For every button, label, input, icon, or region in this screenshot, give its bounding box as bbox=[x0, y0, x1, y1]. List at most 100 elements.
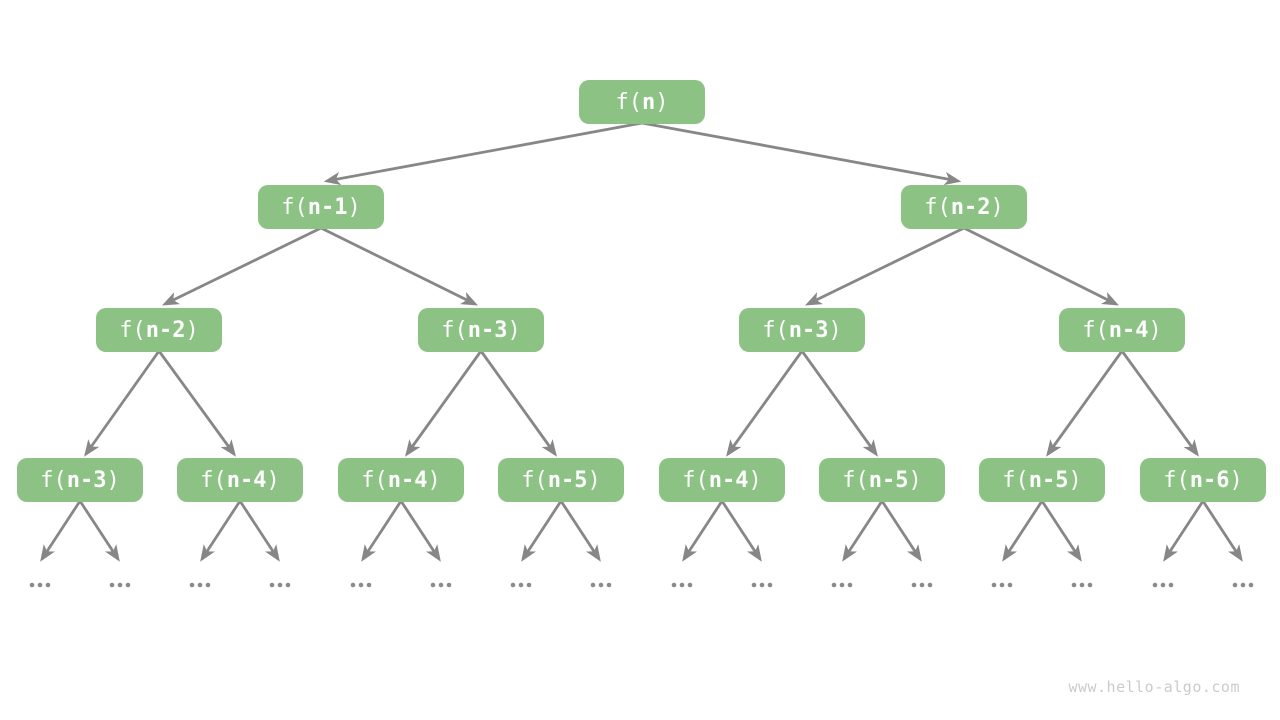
node-label-pre: f( bbox=[200, 467, 227, 493]
edge-arrow bbox=[200, 500, 242, 562]
edge-arrow bbox=[800, 350, 878, 457]
edge-arrow bbox=[161, 226, 322, 306]
tree-node-fn-5: f(n-5) bbox=[819, 458, 945, 502]
ellipsis-dots bbox=[109, 582, 131, 588]
edge-arrow bbox=[78, 500, 120, 562]
ellipsis-dots bbox=[991, 582, 1013, 588]
node-label-post: ) bbox=[1229, 467, 1243, 493]
tree-node-fn-5: f(n-5) bbox=[498, 458, 624, 502]
edge-arrow bbox=[1002, 500, 1044, 562]
node-label-bold: n-2 bbox=[950, 194, 991, 220]
node-label-bold: n-5 bbox=[1028, 467, 1069, 493]
tree-node-fn-3: f(n-3) bbox=[739, 308, 865, 352]
edge-arrow bbox=[320, 226, 479, 306]
node-label-post: ) bbox=[1148, 317, 1162, 343]
edge-arrow bbox=[720, 500, 762, 562]
node-label-pre: f( bbox=[40, 467, 67, 493]
edge-arrow bbox=[641, 121, 962, 186]
node-label-pre: f( bbox=[924, 194, 951, 220]
node-label-pre: f( bbox=[1002, 467, 1029, 493]
node-label-pre: f( bbox=[521, 467, 548, 493]
node-label-pre: f( bbox=[842, 467, 869, 493]
tree-node-fn-3: f(n-3) bbox=[17, 458, 143, 502]
node-label-post: ) bbox=[655, 89, 669, 115]
edge-arrow bbox=[880, 500, 922, 562]
ellipsis-dots bbox=[269, 582, 291, 588]
edge-arrow bbox=[238, 500, 280, 562]
edge-arrow bbox=[405, 350, 483, 457]
edge-arrow bbox=[399, 500, 441, 562]
edge-arrow bbox=[323, 121, 643, 186]
ellipsis-dots bbox=[751, 582, 773, 588]
node-label-bold: n-4 bbox=[1108, 317, 1149, 343]
edge-arrow bbox=[842, 500, 884, 562]
tree-node-fn-1: f(n-1) bbox=[258, 185, 384, 229]
node-label-bold: n bbox=[642, 89, 656, 115]
edge-arrow bbox=[521, 500, 563, 562]
node-label-pre: f( bbox=[1082, 317, 1109, 343]
ellipsis-dots bbox=[671, 582, 693, 588]
edge-arrow bbox=[1040, 500, 1082, 562]
node-label-bold: n-3 bbox=[66, 467, 107, 493]
node-label-bold: n-4 bbox=[226, 467, 267, 493]
tree-node-fn-4: f(n-4) bbox=[338, 458, 464, 502]
edge-arrow bbox=[479, 350, 557, 457]
edge-arrow bbox=[1046, 350, 1124, 457]
ellipsis-dots bbox=[1071, 582, 1093, 588]
node-label-post: ) bbox=[748, 467, 762, 493]
ellipsis-dots bbox=[189, 582, 211, 588]
edge-arrow bbox=[559, 500, 601, 562]
node-label-bold: n-3 bbox=[788, 317, 829, 343]
edge-arrow bbox=[726, 350, 804, 457]
tree-node-fn-3: f(n-3) bbox=[418, 308, 544, 352]
tree-node-fn: f(n) bbox=[579, 80, 705, 124]
ellipsis-dots bbox=[510, 582, 532, 588]
tree-node-fn-4: f(n-4) bbox=[659, 458, 785, 502]
node-label-post: ) bbox=[507, 317, 521, 343]
edge-arrow bbox=[40, 500, 82, 562]
ellipsis-dots bbox=[911, 582, 933, 588]
node-label-bold: n-1 bbox=[307, 194, 348, 220]
node-label-post: ) bbox=[347, 194, 361, 220]
edge-arrow bbox=[84, 350, 161, 457]
node-label-post: ) bbox=[1068, 467, 1082, 493]
tree-node-fn-2: f(n-2) bbox=[96, 308, 222, 352]
node-label-post: ) bbox=[427, 467, 441, 493]
ellipsis-dots bbox=[1232, 582, 1254, 588]
node-label-bold: n-5 bbox=[868, 467, 909, 493]
node-label-post: ) bbox=[185, 317, 199, 343]
node-label-post: ) bbox=[266, 467, 280, 493]
watermark-text: www.hello-algo.com bbox=[1068, 678, 1240, 696]
tree-node-fn-2: f(n-2) bbox=[901, 185, 1027, 229]
ellipsis-dots bbox=[430, 582, 452, 588]
node-label-bold: n-5 bbox=[547, 467, 588, 493]
ellipsis-dots bbox=[831, 582, 853, 588]
edge-arrow bbox=[963, 226, 1120, 306]
ellipsis-dots bbox=[350, 582, 372, 588]
node-label-bold: n-6 bbox=[1189, 467, 1230, 493]
tree-node-fn-5: f(n-5) bbox=[979, 458, 1105, 502]
node-label-pre: f( bbox=[119, 317, 146, 343]
node-label-post: ) bbox=[587, 467, 601, 493]
edge-arrow bbox=[1163, 500, 1205, 562]
ellipsis-dots bbox=[590, 582, 612, 588]
node-label-pre: f( bbox=[281, 194, 308, 220]
node-label-pre: f( bbox=[762, 317, 789, 343]
node-label-bold: n-4 bbox=[708, 467, 749, 493]
edge-arrow bbox=[1120, 350, 1199, 457]
edge-arrow bbox=[1201, 500, 1243, 562]
ellipsis-dots bbox=[29, 582, 51, 588]
tree-node-fn-4: f(n-4) bbox=[177, 458, 303, 502]
ellipsis-dots bbox=[1152, 582, 1174, 588]
node-label-bold: n-2 bbox=[145, 317, 186, 343]
node-label-post: ) bbox=[106, 467, 120, 493]
node-label-pre: f( bbox=[682, 467, 709, 493]
node-label-post: ) bbox=[990, 194, 1004, 220]
edge-arrow bbox=[361, 500, 403, 562]
node-label-post: ) bbox=[828, 317, 842, 343]
node-label-pre: f( bbox=[615, 89, 643, 115]
node-label-post: ) bbox=[908, 467, 922, 493]
edge-arrow bbox=[682, 500, 724, 562]
